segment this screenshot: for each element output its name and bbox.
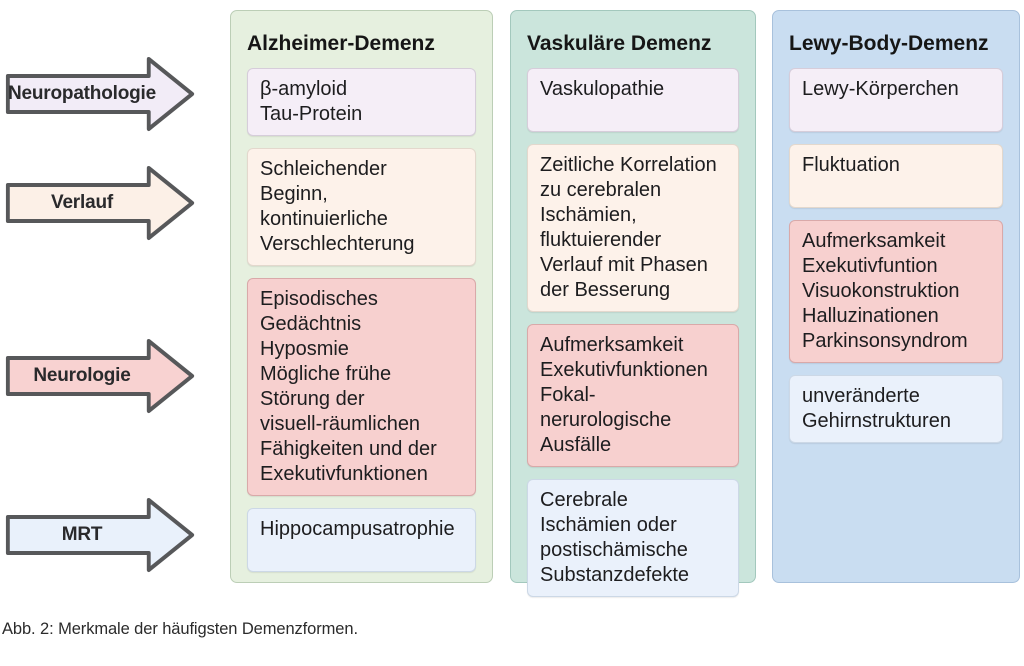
info-box-neuropathologie: Vaskulopathie <box>527 68 739 132</box>
row-arrow-neurologie: Neurologie <box>4 336 197 416</box>
column-title: Lewy-Body-Demenz <box>789 32 989 55</box>
column-vaskulaere-demenz: Vaskuläre Demenz Vaskulopathie Zeitliche… <box>510 10 756 597</box>
info-box-mrt: unveränderte Gehirnstrukturen <box>789 375 1003 443</box>
row-arrow-mrt: MRT <box>4 495 197 575</box>
arrow-right-icon <box>5 166 195 240</box>
figure-caption: Abb. 2: Merkmale der häufigsten Demenzfo… <box>2 620 358 638</box>
row-arrow-verlauf: Verlauf <box>4 163 197 243</box>
column-alzheimer-demenz: Alzheimer-Demenz β-amyloid Tau-Protein S… <box>230 10 493 583</box>
row-label: Verlauf <box>51 192 113 213</box>
info-box-neurologie: Aufmerksamkeit Exekutivfunktionen Fokal-… <box>527 324 739 467</box>
info-box-verlauf: Zeitliche Korrelation zu cerebralen Isch… <box>527 144 739 312</box>
row-arrow-neuropathologie: Neuropathologie <box>4 54 197 134</box>
arrow-right-icon <box>5 57 195 131</box>
info-box-neuropathologie: β-amyloid Tau-Protein <box>247 68 476 136</box>
row-label: Neuropathologie <box>8 83 156 104</box>
info-box-verlauf: Fluktuation <box>789 144 1003 208</box>
info-box-mrt: Hippocampusatrophie <box>247 508 476 572</box>
info-box-neurologie: Episodisches Gedächtnis Hyposmie Möglich… <box>247 278 476 496</box>
arrow-right-icon <box>5 498 195 572</box>
arrow-right-icon <box>5 339 195 413</box>
info-box-verlauf: Schleichender Beginn, kontinuierliche Ve… <box>247 148 476 266</box>
row-label: Neurologie <box>33 365 131 386</box>
column-lewy-body-demenz: Lewy-Body-Demenz Lewy-Körperchen Fluktua… <box>772 10 1020 583</box>
info-box-mrt: Cerebrale Ischämien oder postischämische… <box>527 479 739 597</box>
column-title: Alzheimer-Demenz <box>247 32 435 55</box>
info-box-neuropathologie: Lewy-Körperchen <box>789 68 1003 132</box>
column-title: Vaskuläre Demenz <box>527 32 712 55</box>
info-box-neurologie: Aufmerksamkeit Exekutivfuntion Visuokons… <box>789 220 1003 363</box>
row-label: MRT <box>61 524 103 545</box>
